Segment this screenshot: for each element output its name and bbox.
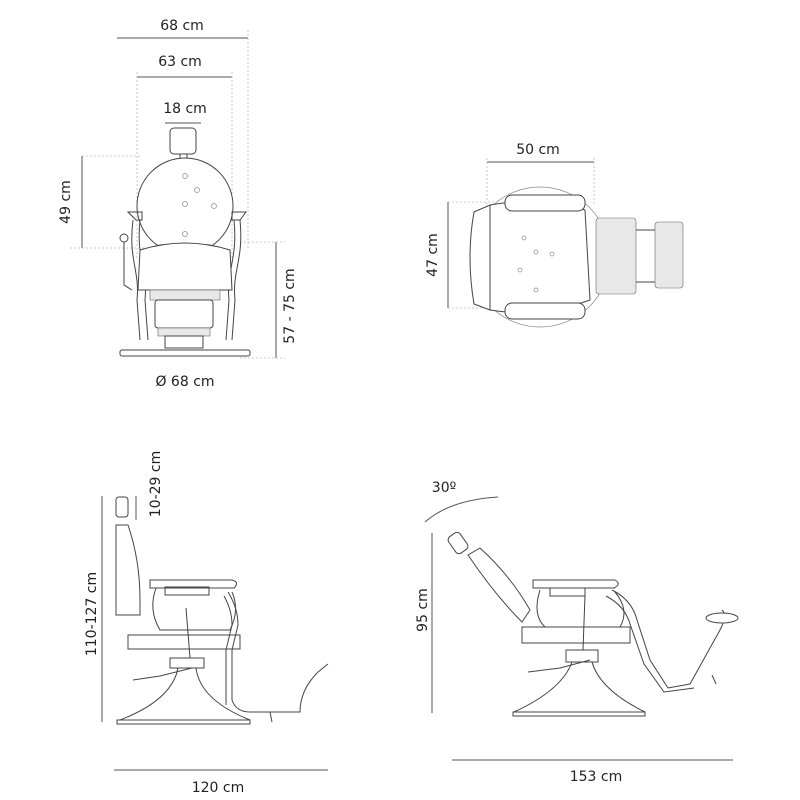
front-backrest-width-label: 63 cm: [158, 54, 202, 70]
side-chair-drawing: [115, 496, 329, 725]
front-width-label: 68 cm: [160, 18, 204, 34]
side-overall-length-label: 120 cm: [192, 780, 245, 796]
reclined-view: 30º 95 cm 153 cm: [415, 480, 739, 785]
top-chair-drawing: [469, 186, 684, 328]
side-overall-height-label: 110-127 cm: [84, 572, 100, 656]
reclined-length-label: 153 cm: [570, 769, 623, 785]
side-headrest-adjust-label: 10-29 cm: [148, 451, 164, 517]
front-backrest-height-label: 49 cm: [58, 180, 74, 224]
front-headrest-width-label: 18 cm: [163, 101, 207, 117]
front-seat-height-label: 57 - 75 cm: [282, 268, 298, 343]
front-view: 68 cm 63 cm 18 cm 49 cm 57 - 75 cm Ø 68 …: [58, 18, 298, 390]
side-view: 10-29 cm 110-127 cm 120 cm: [84, 451, 329, 796]
top-seat-width-label: 50 cm: [516, 142, 560, 158]
reclined-chair-drawing: [447, 531, 739, 717]
front-base-diameter-label: Ø 68 cm: [155, 374, 214, 390]
reclined-height-label: 95 cm: [415, 588, 431, 632]
top-view: 50 cm 47 cm: [425, 142, 684, 328]
front-chair-drawing: [119, 127, 251, 357]
recline-angle-label: 30º: [432, 480, 456, 496]
top-seat-depth-label: 47 cm: [425, 233, 441, 277]
